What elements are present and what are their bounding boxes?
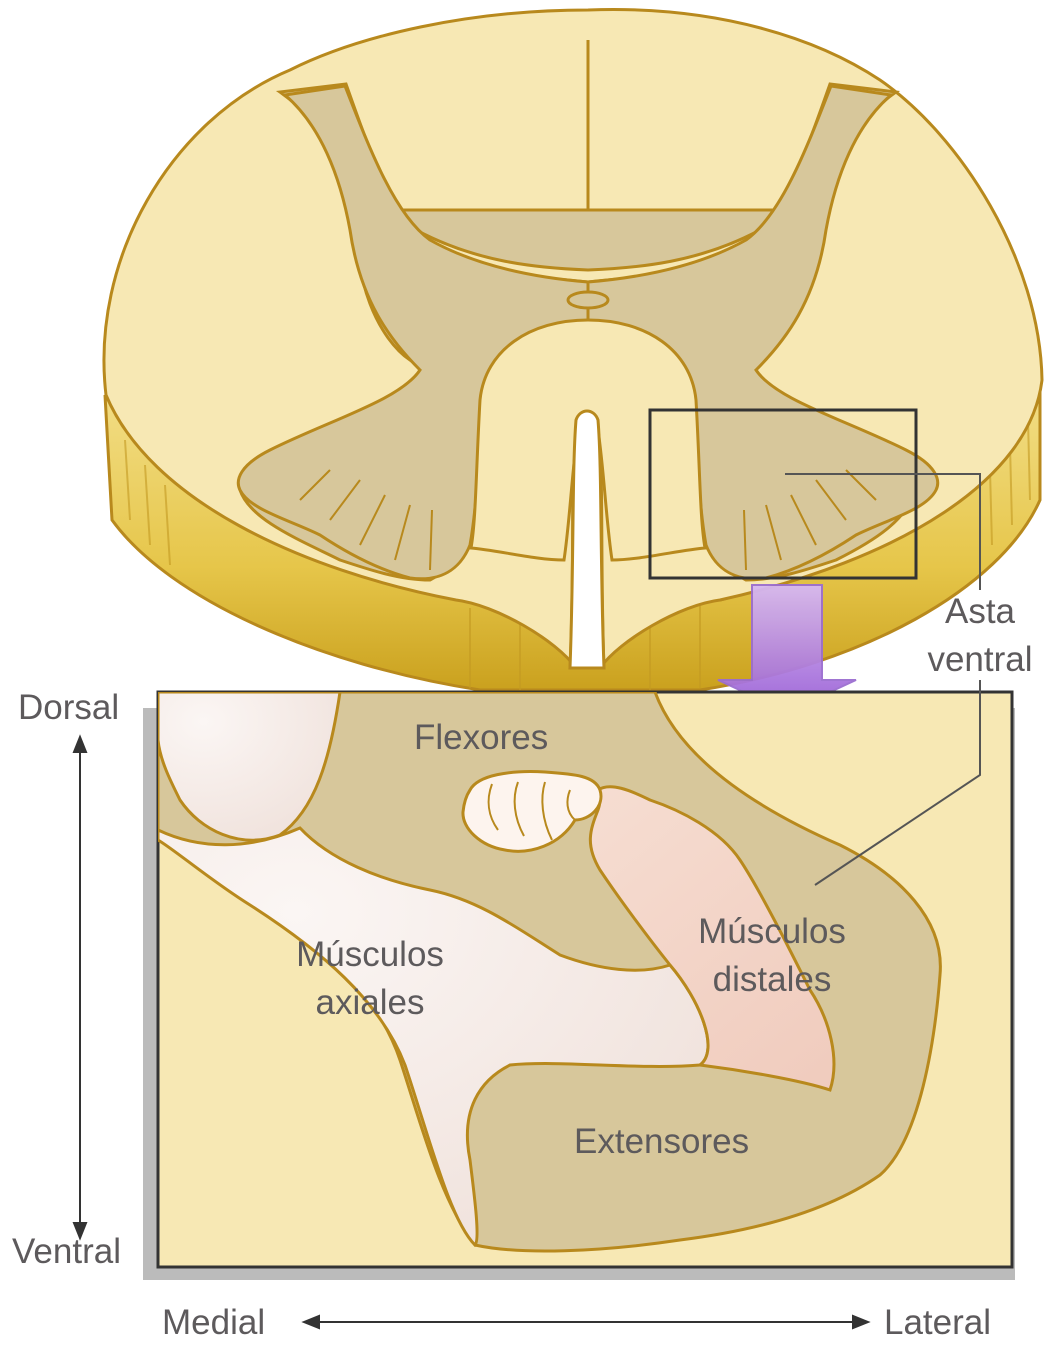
ventral-label: Ventral bbox=[12, 1232, 121, 1272]
anterior-fissure-top bbox=[570, 411, 604, 668]
musculos-axiales-label-line1: Músculos bbox=[270, 935, 470, 975]
dorsal-label: Dorsal bbox=[18, 688, 119, 728]
spinal-cord-section bbox=[104, 10, 1042, 690]
asta-ventral-label-line2: ventral bbox=[915, 640, 1045, 680]
extensores-label: Extensores bbox=[574, 1122, 749, 1162]
medial-lateral-axis-arrow bbox=[304, 1316, 868, 1328]
central-canal bbox=[568, 292, 608, 308]
dorsal-ventral-axis-arrow bbox=[74, 737, 86, 1238]
musculos-distales-label-line1: Músculos bbox=[672, 912, 872, 952]
asta-ventral-label-line1: Asta bbox=[925, 592, 1035, 632]
medial-label: Medial bbox=[162, 1303, 265, 1343]
musculos-distales-label-line2: distales bbox=[672, 960, 872, 1000]
flexores-label: Flexores bbox=[414, 718, 548, 758]
musculos-axiales-label-line2: axiales bbox=[270, 983, 470, 1023]
detail-box bbox=[143, 680, 1015, 1280]
lateral-label: Lateral bbox=[884, 1303, 991, 1343]
